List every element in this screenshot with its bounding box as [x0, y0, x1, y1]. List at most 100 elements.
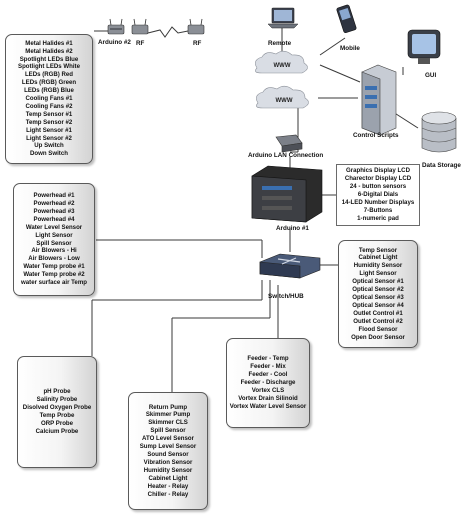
box-item: Spotlight LEDs White — [18, 63, 80, 71]
box-item: ATO Level Sensor — [142, 435, 194, 443]
box-item: Cooling Fans #2 — [25, 102, 73, 110]
box-item: pH Probe — [43, 388, 71, 396]
box-item: 1-numeric pad — [357, 215, 399, 222]
cloud-icon: WWW — [255, 50, 308, 74]
box-item: Temp Sensor — [358, 246, 398, 254]
box-item: 6-Digital Dials — [357, 191, 399, 198]
box-item: Water Temp probe #1 — [23, 263, 85, 271]
router-icon — [107, 18, 125, 35]
arduino1-label: Arduino #1 — [276, 225, 309, 232]
box-item: Optical Sensor #2 — [352, 286, 404, 294]
rack-server-icon — [251, 165, 323, 223]
box-item: Spill Sensor — [150, 427, 186, 435]
box-item: Powerhead #2 — [33, 199, 75, 207]
rf1-label: RF — [136, 40, 145, 47]
box-item: Humidity Sensor — [353, 262, 403, 270]
box-item: Light Sensor — [35, 231, 73, 239]
monitor-icon — [407, 29, 441, 64]
box-item: Temp Probe — [39, 412, 75, 419]
box-item: Vortex CLS — [251, 386, 285, 394]
box-item: 7-Buttons — [363, 207, 393, 214]
mobile-phone-icon — [336, 4, 357, 33]
cloud2-label: WWW — [276, 98, 293, 104]
box-item: Return Pump — [148, 403, 188, 411]
box-item: Sump Level Sensor — [139, 443, 197, 451]
box-item: Vortex Drain Silinoid — [238, 394, 298, 402]
box-item: Powerhead #3 — [33, 207, 75, 215]
rf-signal-icon — [131, 18, 149, 35]
box-item: Skimmer CLS — [148, 419, 188, 427]
box-item: Feeder - Discharge — [240, 379, 296, 387]
box-item: Graphics Display LCD — [345, 167, 410, 174]
box-item: Spotlight LEDs Blue — [19, 55, 79, 63]
box-item: Outlet Control #1 — [353, 309, 403, 317]
box-item: water surface air Temp — [21, 279, 87, 287]
box-item: Metal Halides #1 — [25, 39, 73, 47]
box-item: 14-LED Number Displays — [341, 199, 415, 206]
box-item: Salinity Probe — [36, 396, 78, 404]
box-item: Water Level Sensor — [25, 223, 83, 231]
rf-zigzag — [147, 26, 189, 38]
wire-mobile — [319, 37, 346, 56]
box-item: Chiller - Relay — [147, 490, 189, 498]
server-icon — [361, 64, 397, 136]
box-item: Charector Display LCD — [344, 175, 412, 182]
box-item: Flood Sensor — [358, 325, 398, 333]
box-item: Light Sensor — [359, 270, 397, 278]
box-item: Down Switch — [30, 150, 68, 158]
network-switch-icon — [259, 253, 321, 279]
cloud1-label: WWW — [274, 63, 291, 69]
box-item: Metal Halides #2 — [25, 47, 73, 55]
box-item: Feeder - Temp — [247, 355, 289, 363]
box-item: Water Temp probe #2 — [23, 271, 85, 279]
data-storage-label: Data Storage — [422, 162, 461, 169]
box-item: Humidity Sensor — [143, 466, 193, 474]
box-item: Light Sensor #2 — [26, 134, 72, 142]
gui-label: GUI — [425, 72, 437, 79]
box-item: Air Blowers - Hi — [31, 247, 77, 255]
remote-label: Remote — [268, 40, 292, 47]
box-item: Sound Sensor — [147, 451, 189, 458]
rf-signal-icon — [187, 18, 205, 35]
box-item: ORP Probe — [40, 419, 74, 427]
box-item: Heater - Relay — [147, 482, 189, 490]
box-item: Vibration Sensor — [143, 458, 193, 466]
rf2-label: RF — [193, 40, 202, 47]
box-item: LEDs (RGB) Red — [24, 71, 74, 79]
arduino2-label: Arduino #2 — [98, 39, 131, 46]
box-item: Up Switch — [34, 142, 64, 150]
wire-cloud1 — [319, 64, 361, 83]
box-item: Powerhead #1 — [33, 192, 75, 200]
box-item: Air Blowers - Low — [28, 255, 80, 263]
box-item: Spill Sensor — [36, 239, 72, 247]
cloud-icon: WWW — [256, 85, 309, 109]
box-item: Feeder - Cool — [248, 371, 288, 379]
box-item: Vortex Water Level Sensor — [229, 402, 307, 410]
box-item: Temp Sensor #2 — [25, 118, 73, 126]
database-icon — [421, 111, 457, 153]
box-item: Open Door Sensor — [351, 333, 405, 341]
box-item: LEDs (RGB) Green — [21, 79, 77, 87]
box-item: Cooling Fans #1 — [25, 95, 73, 103]
switch-hub-label: Switch/HUB — [268, 293, 304, 300]
box-item: Optical Sensor #1 — [352, 278, 404, 286]
box-item: Disolved Oxygen Probe — [22, 404, 92, 412]
box-item: 24 - button sensors — [349, 183, 407, 190]
box-item: Outlet Control #2 — [353, 317, 403, 325]
control-scripts-label: Control Scripts — [353, 132, 399, 139]
box-item: Optical Sensor #4 — [352, 301, 404, 309]
box-item: Feeder - Mix — [250, 363, 286, 371]
box-item: LEDs (RGB) Blue — [24, 87, 74, 95]
mobile-label: Mobile — [340, 45, 360, 52]
box-item: Skimmer Pump — [145, 411, 191, 419]
laptop-icon — [267, 7, 299, 29]
box-item: Light Sensor #1 — [26, 126, 72, 134]
box-item: Cabinet Light — [148, 474, 188, 482]
